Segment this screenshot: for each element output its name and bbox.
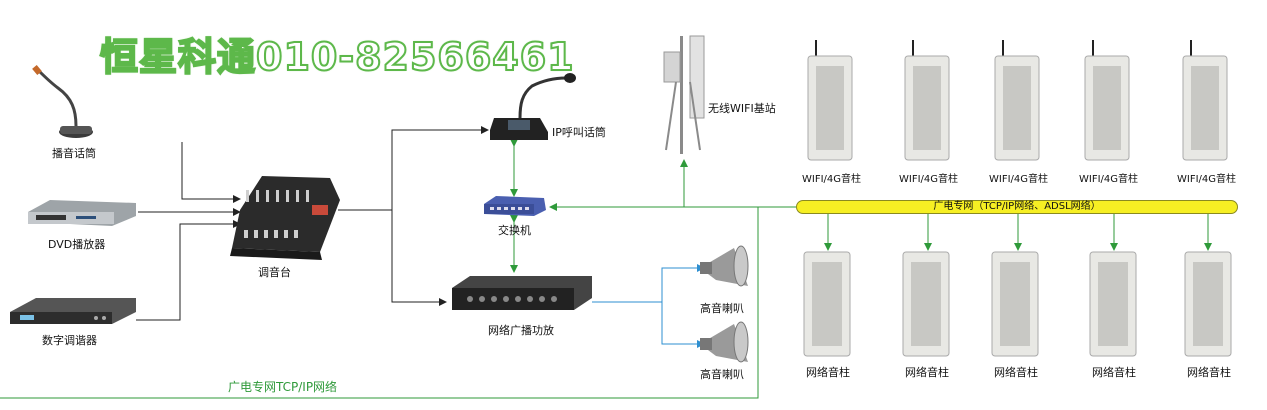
horn-label-1: 高音喇叭 — [700, 302, 744, 315]
network-speaker-label-4: 网络音柱 — [1092, 366, 1136, 379]
dvd-player-label: DVD播放器 — [48, 238, 106, 251]
line-mixer-to-amp — [391, 210, 447, 306]
line-amp-to-horn2 — [661, 302, 705, 348]
wifi-speaker-icon-1 — [807, 40, 853, 161]
broadcast-mic-label: 播音话筒 — [52, 147, 96, 160]
wifi-speaker-label-2: WIFI/4G音柱 — [899, 174, 959, 185]
network-speaker-icon-3 — [991, 251, 1039, 357]
network-speaker-label-1: 网络音柱 — [806, 366, 850, 379]
broadcast-mic-icon — [32, 65, 93, 138]
line-mixer-to-ipmic — [338, 126, 489, 211]
horn-speaker-icon-1 — [700, 245, 749, 287]
network-amplifier-icon — [452, 276, 592, 310]
wifi-base-label: 无线WIFI基站 — [708, 102, 776, 115]
network-label: 广电专网TCP/IP网络 — [228, 380, 338, 394]
line-network-loop — [0, 206, 796, 399]
brand-title: 恒星科通010-82566461 — [99, 34, 575, 80]
digital-tuner-label: 数字调谐器 — [42, 334, 97, 347]
line-mic-to-mixer — [181, 142, 241, 203]
wifi-speaker-icon-4 — [1084, 40, 1130, 161]
ip-mic-label: IP呼叫话筒 — [552, 126, 606, 139]
horn-speaker-icon-2 — [700, 321, 749, 363]
wifi-speaker-label-5: WIFI/4G音柱 — [1177, 174, 1237, 185]
wifi-speaker-icon-5 — [1182, 40, 1228, 161]
network-bus-label: 广电专网（TCP/IP网络、ADSL网络） — [933, 201, 1101, 212]
wifi-speaker-label-3: WIFI/4G音柱 — [989, 174, 1049, 185]
network-speaker-label-2: 网络音柱 — [905, 366, 949, 379]
switch-label: 交换机 — [498, 224, 531, 237]
mixer-label: 调音台 — [258, 266, 291, 279]
dvd-player-icon — [28, 200, 136, 226]
network-speaker-label-5: 网络音柱 — [1187, 366, 1231, 379]
line-tuner-to-mixer — [136, 220, 241, 321]
network-speaker-icon-2 — [902, 251, 950, 357]
network-speaker-icon-5 — [1184, 251, 1232, 357]
network-speaker-icon-1 — [803, 251, 851, 357]
wifi-speaker-icon-2 — [904, 40, 950, 161]
wifi-speaker-label-4: WIFI/4G音柱 — [1079, 174, 1139, 185]
amplifier-label: 网络广播功放 — [488, 324, 554, 337]
line-amp-to-horn1 — [592, 264, 705, 303]
wifi-speaker-icon-3 — [994, 40, 1040, 161]
network-speaker-label-3: 网络音柱 — [994, 366, 1038, 379]
network-speaker-icon-4 — [1089, 251, 1137, 357]
wifi-base-station-icon — [663, 35, 705, 154]
ip-paging-mic-icon — [490, 73, 576, 140]
horn-label-2: 高音喇叭 — [700, 368, 744, 381]
mixer-icon — [230, 176, 340, 260]
network-bus: 广电专网（TCP/IP网络、ADSL网络） — [796, 200, 1238, 214]
network-switch-icon — [484, 196, 546, 216]
digital-tuner-icon — [10, 298, 136, 324]
wifi-speaker-label-1: WIFI/4G音柱 — [802, 174, 862, 185]
